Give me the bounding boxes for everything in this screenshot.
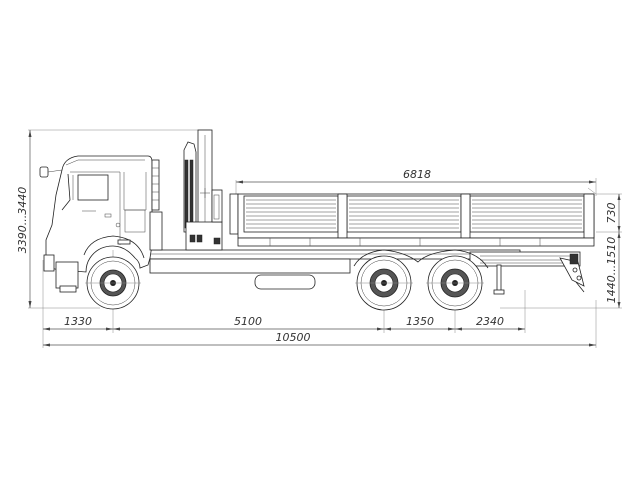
platform-length-label: 6818: [403, 168, 431, 181]
side-board-height-label: 730: [605, 203, 618, 224]
side-board-panel-1: [243, 195, 339, 233]
overall-length-label: 10500: [276, 331, 311, 344]
platform-floor-height-label: 1440...1510: [605, 237, 618, 303]
tandem-spacing-label: 1350: [406, 315, 434, 328]
loader-crane: [183, 129, 223, 251]
cargo-platform: [229, 193, 595, 247]
front-wheel: [85, 256, 141, 310]
platform-length-dimension: 6818: [235, 168, 597, 196]
rear-overhang-label: 2340: [476, 315, 504, 328]
cab: [39, 155, 163, 293]
overall-height-dimension: 3390...3440: [16, 129, 210, 309]
front-overhang-label: 1330: [64, 315, 92, 328]
right-height-dimensions: 730 1440...1510: [500, 193, 622, 309]
side-board-panel-3: [469, 195, 585, 233]
overall-height-label: 3390...3440: [16, 187, 29, 253]
rear-wheel-2: [426, 255, 484, 311]
rear-fender: [353, 249, 489, 269]
rear-wheel-1: [355, 255, 413, 311]
chassis-frame: [149, 249, 585, 295]
side-board-panel-2: [346, 195, 462, 233]
wheelbase-label: 5100: [234, 315, 262, 328]
